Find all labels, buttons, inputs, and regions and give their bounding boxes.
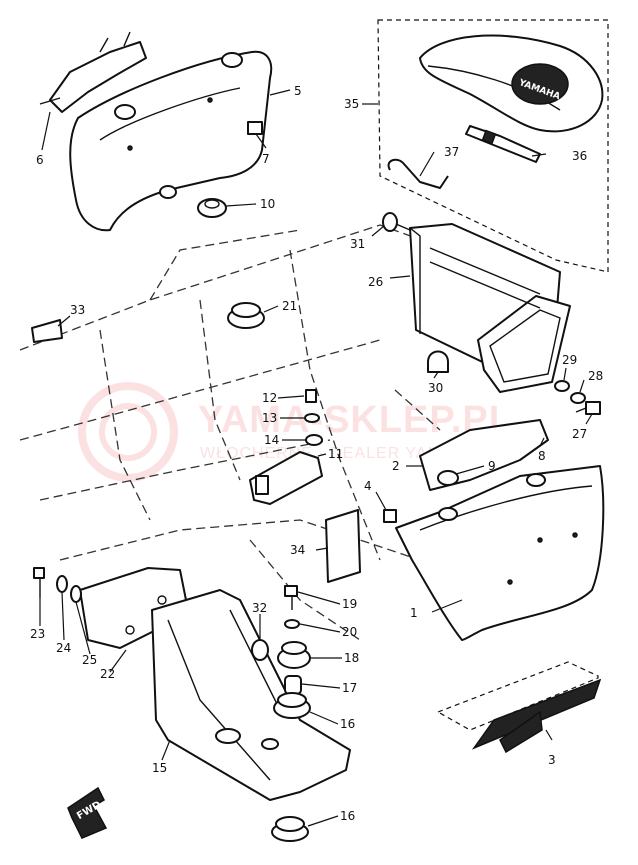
watermark-ring <box>78 382 178 482</box>
grommet-18 <box>277 641 311 669</box>
bolt-19 <box>284 585 298 610</box>
washer-29 <box>554 380 570 392</box>
part-label-14: 14 <box>264 433 279 447</box>
seat: YAMAHA <box>419 34 604 133</box>
label-34 <box>325 509 361 583</box>
clip-30 <box>427 350 449 373</box>
part-label-18: 18 <box>344 651 359 665</box>
watermark: YAMA-SKLEP.PL WŁOCHERNE · DEALER YAMAHA <box>78 382 513 482</box>
washer-20 <box>284 619 300 629</box>
part-label-1: 1 <box>410 606 418 620</box>
bolt-23 <box>33 567 45 598</box>
collar-17 <box>284 675 302 695</box>
grommet-16-lower <box>271 816 309 842</box>
part-label-28: 28 <box>588 369 603 383</box>
part-label-3: 3 <box>548 753 556 767</box>
watermark-subtitle: WŁOCHERNE · DEALER YAMAHA <box>200 445 478 462</box>
leader-lines <box>39 89 593 827</box>
part-label-16-upper: 16 <box>340 717 355 731</box>
part-label-2: 2 <box>392 459 400 473</box>
part-label-36: 36 <box>572 149 587 163</box>
battery-tray <box>151 589 351 801</box>
side-cover-right <box>395 465 605 641</box>
part-label-29: 29 <box>562 353 577 367</box>
nut-28 <box>570 392 586 404</box>
grommet-21 <box>227 302 265 329</box>
part-label-31: 31 <box>350 237 365 251</box>
part-label-19: 19 <box>342 597 357 611</box>
part-label-27: 27 <box>572 427 587 441</box>
part-label-16-lower: 16 <box>340 809 355 823</box>
part-label-9: 9 <box>488 459 496 473</box>
bolt-12 <box>305 389 317 403</box>
part-label-32: 32 <box>252 601 267 615</box>
part-label-11: 11 <box>328 447 343 461</box>
part-label-25: 25 <box>82 653 97 667</box>
part-label-37: 37 <box>444 145 459 159</box>
part-label-23: 23 <box>30 627 45 641</box>
bracket-6 <box>39 31 147 113</box>
part-label-8: 8 <box>538 449 546 463</box>
clip-7 <box>247 121 263 135</box>
part-label-17: 17 <box>342 681 357 695</box>
part-label-26: 26 <box>368 275 383 289</box>
grommet-16-upper <box>273 692 311 719</box>
fwd-arrow: FWD <box>67 786 108 839</box>
side-cover-left <box>69 50 273 232</box>
part-label-24: 24 <box>56 641 71 655</box>
washer-14 <box>305 434 323 446</box>
part-label-22: 22 <box>100 667 115 681</box>
part-label-12: 12 <box>262 391 277 405</box>
hook-37 <box>387 158 449 189</box>
grommet-10 <box>197 198 227 218</box>
bolt-27 <box>575 401 601 415</box>
nut-25 <box>70 585 82 603</box>
part-label-20: 20 <box>342 625 357 639</box>
watermark-ring-inner <box>99 403 157 461</box>
part-labels: 1 2 3 4 5 6 7 8 9 10 11 12 13 14 15 16 1… <box>30 84 603 823</box>
part-label-15: 15 <box>152 761 167 775</box>
grommet-9 <box>437 470 459 486</box>
part-label-7: 7 <box>262 152 270 166</box>
washer-13 <box>304 413 320 423</box>
seat-group-box <box>377 19 609 273</box>
clip-4 <box>383 509 397 523</box>
part-label-35: 35 <box>344 97 359 111</box>
connector-33 <box>31 319 63 343</box>
part-label-10: 10 <box>260 197 275 211</box>
part-label-13: 13 <box>262 411 277 425</box>
seat-lock-36 <box>465 125 541 163</box>
part-label-34: 34 <box>290 543 305 557</box>
part-label-33: 33 <box>70 303 85 317</box>
cap-32 <box>251 639 269 661</box>
bolt-31 <box>382 212 411 232</box>
watermark-title: YAMA-SKLEP.PL <box>198 399 513 441</box>
part-label-6: 6 <box>36 153 44 167</box>
part-label-21: 21 <box>282 299 297 313</box>
battery-box <box>409 223 571 393</box>
relay-11 <box>249 451 323 505</box>
part-label-30: 30 <box>428 381 443 395</box>
emblem-3 <box>436 661 602 754</box>
washer-24 <box>56 575 68 593</box>
part-label-4: 4 <box>364 479 372 493</box>
part-label-5: 5 <box>294 84 302 98</box>
